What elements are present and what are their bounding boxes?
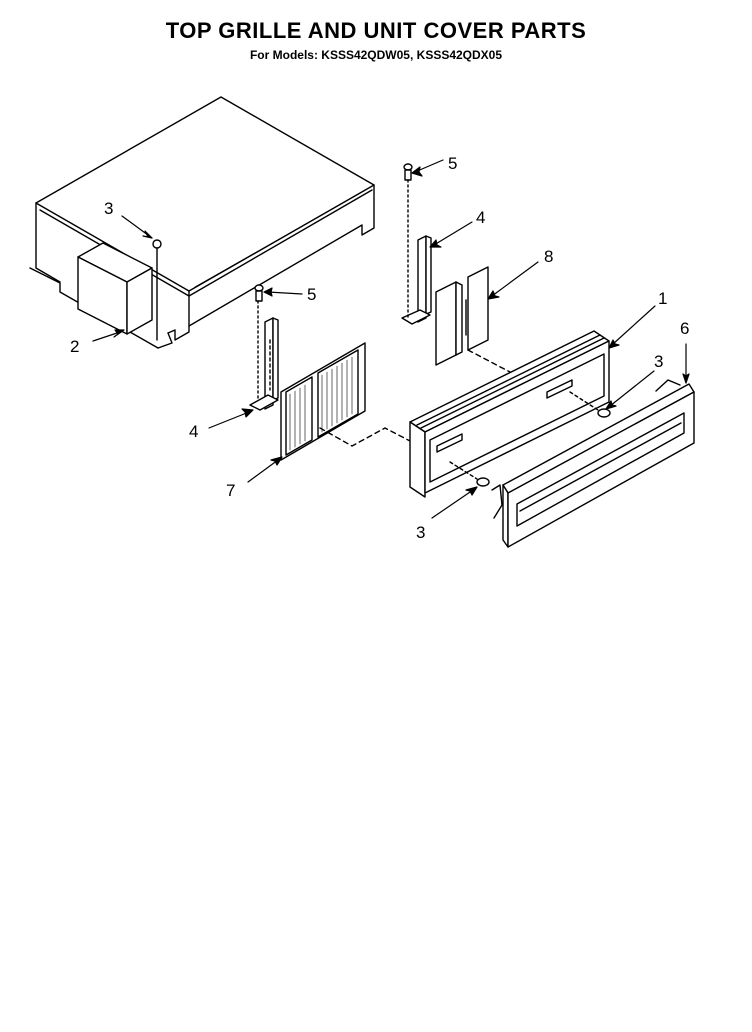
callout-5-left-screw: 5: [307, 285, 316, 304]
filter-pieces: [435, 266, 511, 373]
left-bracket-screw: [254, 284, 264, 401]
leader-lines: [92, 159, 690, 519]
callout-3-frame-screw-right: 3: [654, 352, 663, 371]
cover-screw: [152, 239, 162, 341]
frame-screw-right: [569, 391, 611, 418]
callout-2-control-housing: 2: [70, 337, 79, 356]
callout-7-air-filter: 7: [226, 481, 235, 500]
callout-4-right-bracket: 4: [476, 208, 485, 227]
callout-8-filter-pieces: 8: [544, 247, 553, 266]
top-grille-frame: [409, 330, 610, 498]
frame-screw-left: [449, 461, 490, 487]
callout-1-frame: 1: [658, 289, 667, 308]
callout-3-frame-screw-left: 3: [416, 523, 425, 542]
callout-4-left-bracket: 4: [189, 422, 198, 441]
right-bracket-screw: [403, 163, 413, 319]
left-bracket: [249, 317, 279, 411]
callout-3-cover-screw: 3: [104, 199, 113, 218]
callout-6-top-grille: 6: [680, 319, 689, 338]
control-housing: [77, 242, 153, 335]
models-subtitle: For Models: KSSS42QDW05, KSSS42QDX05: [249, 48, 503, 62]
diagram-title: TOP GRILLE AND UNIT COVER PARTS: [165, 18, 587, 43]
top-grille: [491, 379, 695, 548]
right-bracket: [401, 235, 432, 325]
air-filter: [280, 342, 411, 461]
callout-5-right-screw: 5: [448, 154, 457, 173]
